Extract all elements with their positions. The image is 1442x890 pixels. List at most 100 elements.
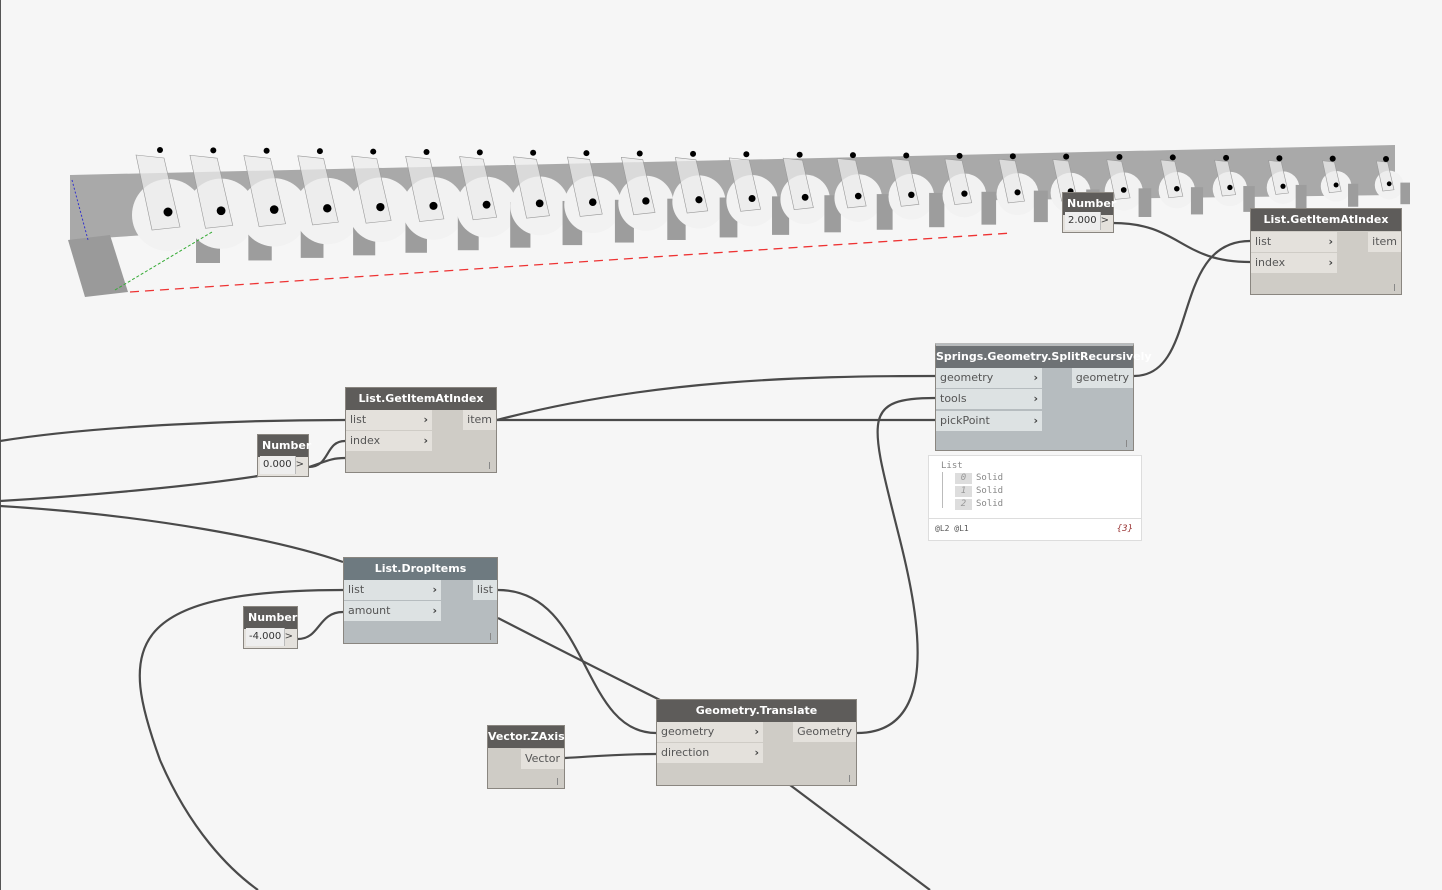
port-label: tools bbox=[940, 392, 967, 405]
y-axis-line bbox=[114, 231, 213, 291]
pick-point bbox=[588, 198, 597, 206]
output-port-item[interactable]: item bbox=[463, 410, 496, 430]
vertex-point bbox=[1169, 154, 1176, 161]
wire bbox=[0, 474, 259, 503]
input-port-geometry[interactable]: geometry › bbox=[657, 722, 763, 742]
chevron-right-icon: › bbox=[432, 604, 437, 617]
port-label: list bbox=[348, 583, 365, 596]
port-label: amount bbox=[348, 604, 391, 617]
list-getitematindex-node-top[interactable]: List.GetItemAtIndex list› index› item bbox=[1250, 208, 1402, 295]
input-port-geometry[interactable]: geometry› bbox=[936, 368, 1042, 388]
vertex-point bbox=[370, 148, 377, 155]
number-input[interactable]: 2.000 bbox=[1065, 212, 1101, 230]
list-levels[interactable]: @L2 @L1 bbox=[935, 524, 969, 533]
lacing-indicator bbox=[557, 778, 558, 785]
chevron-right-icon: › bbox=[1033, 392, 1038, 405]
item-index: 2 bbox=[955, 499, 972, 510]
input-port-pickpoint[interactable]: pickPoint› bbox=[936, 411, 1042, 431]
number-node-mid[interactable]: Number 0.000 > bbox=[257, 434, 311, 477]
vertex-point bbox=[956, 152, 963, 159]
geometry-translate-node[interactable]: Geometry.Translate geometry› direction› … bbox=[656, 699, 857, 786]
vertex-point bbox=[1276, 155, 1283, 162]
vertex-point bbox=[263, 147, 270, 154]
input-port-tools[interactable]: tools › bbox=[936, 389, 1042, 409]
arcade-pier bbox=[929, 192, 945, 228]
number-node-top[interactable]: Number 2.000 > bbox=[1062, 192, 1116, 233]
input-port-amount[interactable]: amount › bbox=[344, 601, 441, 621]
number-input[interactable]: 0.000 bbox=[260, 456, 296, 474]
output-port[interactable]: > bbox=[295, 459, 304, 470]
split-recursively-node[interactable]: Springs.Geometry.SplitRecursively geomet… bbox=[935, 343, 1152, 451]
wire bbox=[856, 396, 936, 735]
arcade-pier bbox=[1295, 184, 1307, 210]
output-port-geometry[interactable]: Geometry bbox=[793, 722, 856, 742]
arcade-pier bbox=[1138, 188, 1152, 217]
lacing-indicator bbox=[1394, 284, 1395, 291]
output-port-list[interactable]: list bbox=[472, 580, 497, 600]
pick-point bbox=[642, 197, 650, 205]
output-port-item[interactable]: item bbox=[1368, 232, 1401, 252]
pick-point bbox=[216, 206, 226, 216]
wire bbox=[0, 504, 344, 564]
list-tree-line bbox=[942, 472, 943, 508]
arcade-pier bbox=[1348, 183, 1359, 207]
input-port-list[interactable]: list› bbox=[346, 410, 432, 430]
arcade-pier bbox=[1243, 186, 1255, 212]
vertex-point bbox=[1116, 154, 1123, 161]
output-port-geometry[interactable]: geometry bbox=[1071, 368, 1133, 388]
input-port-index[interactable]: index› bbox=[1251, 253, 1337, 273]
pick-point bbox=[854, 192, 862, 200]
arcade-geometry bbox=[68, 145, 1410, 297]
input-port-index[interactable]: index› bbox=[346, 431, 432, 451]
number-input[interactable]: -4.000 bbox=[246, 628, 286, 646]
vertex-point bbox=[157, 147, 163, 153]
canvas-border bbox=[0, 0, 1, 890]
input-port-list[interactable]: list› bbox=[344, 580, 441, 600]
vertex-point bbox=[903, 152, 910, 159]
node-title: List.GetItemAtIndex bbox=[1251, 209, 1401, 231]
vertex-point bbox=[583, 150, 590, 157]
item-index: 1 bbox=[955, 486, 972, 497]
output-port[interactable]: > bbox=[1100, 215, 1109, 226]
vertex-point bbox=[1009, 153, 1016, 160]
chevron-right-icon: › bbox=[754, 746, 759, 759]
arcade-pier bbox=[1400, 182, 1410, 205]
vertex-point bbox=[210, 147, 217, 154]
input-port-list[interactable]: list› bbox=[1251, 232, 1337, 252]
pick-point bbox=[535, 199, 544, 208]
vertex-point bbox=[476, 149, 483, 156]
x-axis-line bbox=[129, 232, 1013, 293]
wire bbox=[564, 752, 657, 760]
wire bbox=[138, 588, 344, 890]
chevron-right-icon: › bbox=[754, 725, 759, 738]
list-getitematindex-node[interactable]: List.GetItemAtIndex list› index› item bbox=[345, 387, 497, 473]
port-label: list bbox=[1255, 235, 1272, 248]
vertex-point bbox=[316, 148, 323, 155]
pick-point bbox=[163, 207, 173, 217]
pick-point bbox=[748, 195, 756, 203]
output-port[interactable]: > bbox=[284, 631, 293, 642]
wire bbox=[497, 617, 661, 701]
number-node-low[interactable]: Number -4.000 > bbox=[243, 606, 298, 649]
port-label: geometry bbox=[661, 725, 715, 738]
input-port-direction[interactable]: direction› bbox=[657, 743, 763, 763]
vertex-point bbox=[423, 148, 430, 155]
pick-point bbox=[961, 190, 968, 197]
vector-zaxis-node[interactable]: Vector.ZAxis Vector bbox=[487, 725, 565, 789]
vertex-point bbox=[690, 150, 697, 157]
pick-point bbox=[376, 202, 385, 212]
output-port-vector[interactable]: Vector bbox=[520, 749, 564, 769]
wire bbox=[1133, 239, 1251, 378]
chevron-right-icon: › bbox=[423, 413, 428, 426]
vertex-point bbox=[1383, 156, 1389, 162]
port-label: index bbox=[350, 434, 381, 447]
vertex-point bbox=[530, 149, 537, 156]
pick-point bbox=[323, 204, 332, 213]
node-title: List.GetItemAtIndex bbox=[346, 388, 496, 410]
vertex-point bbox=[743, 151, 750, 158]
list-dropitems-node[interactable]: List.DropItems list› amount› list bbox=[343, 557, 498, 644]
vertex-point bbox=[1223, 154, 1230, 161]
